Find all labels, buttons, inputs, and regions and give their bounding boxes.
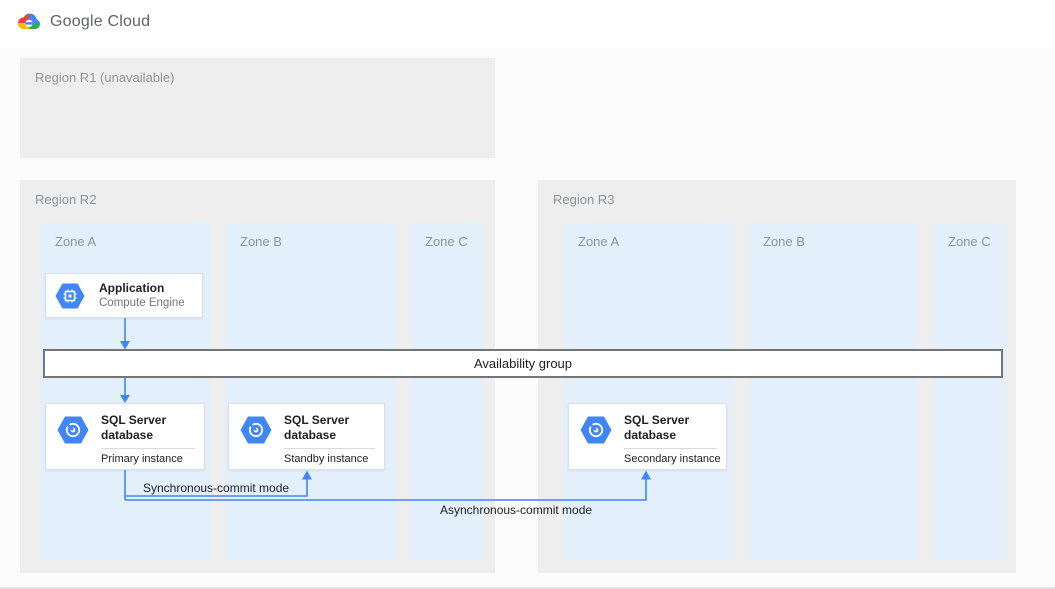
- zone-label: Zone B: [240, 234, 282, 249]
- zone-r3-c: Zone C: [933, 222, 1006, 560]
- header: Google Cloud: [0, 0, 1055, 48]
- db-instance-label: Standby instance: [284, 453, 369, 465]
- divider: [284, 448, 375, 449]
- db-title: SQL Server database: [284, 413, 350, 442]
- google-cloud-logo-icon: [17, 13, 41, 30]
- sync-commit-label: Synchronous-commit mode: [143, 481, 290, 495]
- db-title: SQL Server database: [624, 413, 690, 442]
- async-commit-label: Asynchronous-commit mode: [440, 503, 593, 517]
- standby-db-card: SQL Server database Standby instance: [228, 403, 385, 470]
- zone-label: Zone A: [578, 234, 620, 249]
- cloud-sql-icon: [57, 416, 89, 444]
- secondary-db-card: SQL Server database Secondary instance: [568, 403, 727, 470]
- compute-engine-icon: [55, 283, 85, 308]
- divider: [624, 448, 717, 449]
- availability-group-bar: Availability group: [43, 349, 1003, 378]
- region-r3-label: Region R3: [553, 192, 615, 207]
- brand-text: Google Cloud: [50, 13, 151, 30]
- zone-label: Zone C: [948, 234, 991, 249]
- zone-r3-b: Zone B: [748, 222, 918, 560]
- brand: Google Cloud: [16, 12, 150, 32]
- region-r2-label: Region R2: [35, 192, 97, 207]
- db-instance-label: Primary instance: [101, 453, 183, 465]
- db-instance-label: Secondary instance: [624, 453, 721, 465]
- zone-label: Zone A: [55, 234, 97, 249]
- region-r1: Region R1 (unavailable): [20, 58, 495, 158]
- db-title: SQL Server database: [101, 413, 167, 442]
- application-card: Application Compute Engine: [45, 273, 203, 318]
- application-title: Application: [99, 281, 165, 295]
- zone-label: Zone B: [763, 234, 805, 249]
- region-r1-label: Region R1 (unavailable): [35, 70, 175, 85]
- zone-label: Zone C: [425, 234, 468, 249]
- divider: [101, 448, 195, 449]
- application-subtitle: Compute Engine: [99, 297, 185, 309]
- cloud-sql-icon: [240, 416, 272, 444]
- zone-r2-b: Zone B: [225, 222, 395, 560]
- availability-group-label: Availability group: [473, 356, 573, 371]
- primary-db-card: SQL Server database Primary instance: [45, 403, 205, 470]
- zone-r2-c: Zone C: [410, 222, 483, 560]
- cloud-sql-icon: [580, 416, 612, 444]
- zone-r3-a: Zone A: [563, 222, 733, 560]
